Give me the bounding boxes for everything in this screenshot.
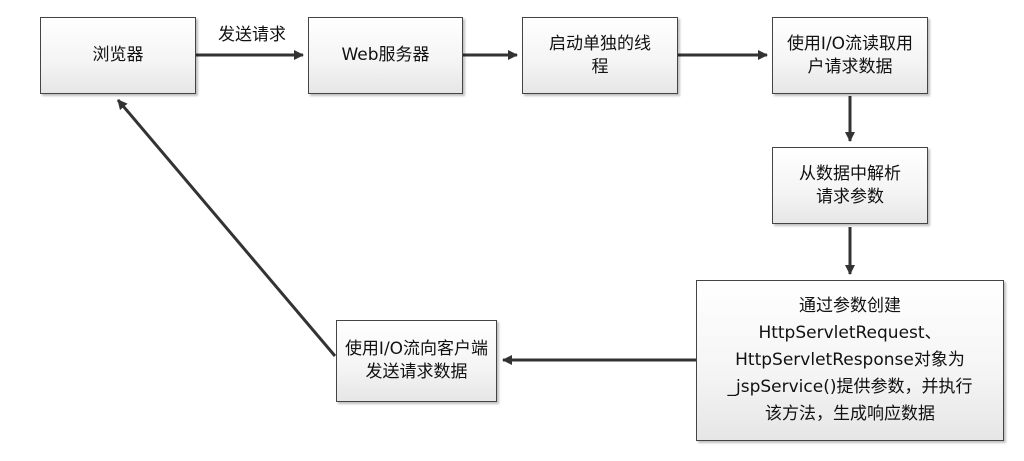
node-web-server[interactable]: Web服务器 <box>308 17 463 94</box>
node-thread-label: 启动单独的线程 <box>549 33 651 77</box>
node-create-objects-line-4: _jspService()提供参数，并执行 <box>727 377 973 397</box>
node-write-io-label: 使用I/O流向客户端发送请求数据 <box>344 339 489 382</box>
node-thread[interactable]: 启动单独的线程 <box>522 17 678 94</box>
node-browser[interactable]: 浏览器 <box>40 17 196 94</box>
node-create-objects-line-2: HttpServletRequest、 <box>758 323 942 343</box>
node-create-objects-line-1: 通过参数创建 <box>799 296 901 316</box>
node-create-objects-line-5: 该方法，生成响应数据 <box>765 404 935 424</box>
edge-label-send-request: 发送请求 <box>218 25 286 45</box>
node-browser-label: 浏览器 <box>92 45 144 65</box>
node-read-io[interactable]: 使用I/O流读取用户请求数据 <box>772 17 928 94</box>
node-create-objects-line-3: HttpServletResponse对象为 <box>735 350 965 370</box>
node-parse-params-label: 从数据中解析请求参数 <box>799 163 901 207</box>
node-web-server-label: Web服务器 <box>341 45 430 65</box>
node-parse-params[interactable]: 从数据中解析请求参数 <box>772 147 928 224</box>
arrow-write-to-browser <box>116 99 337 357</box>
node-create-objects[interactable]: 通过参数创建 HttpServletRequest、 HttpServletRe… <box>696 280 1004 441</box>
node-read-io-label: 使用I/O流读取用户请求数据 <box>786 33 914 77</box>
node-write-io[interactable]: 使用I/O流向客户端发送请求数据 <box>336 320 497 402</box>
